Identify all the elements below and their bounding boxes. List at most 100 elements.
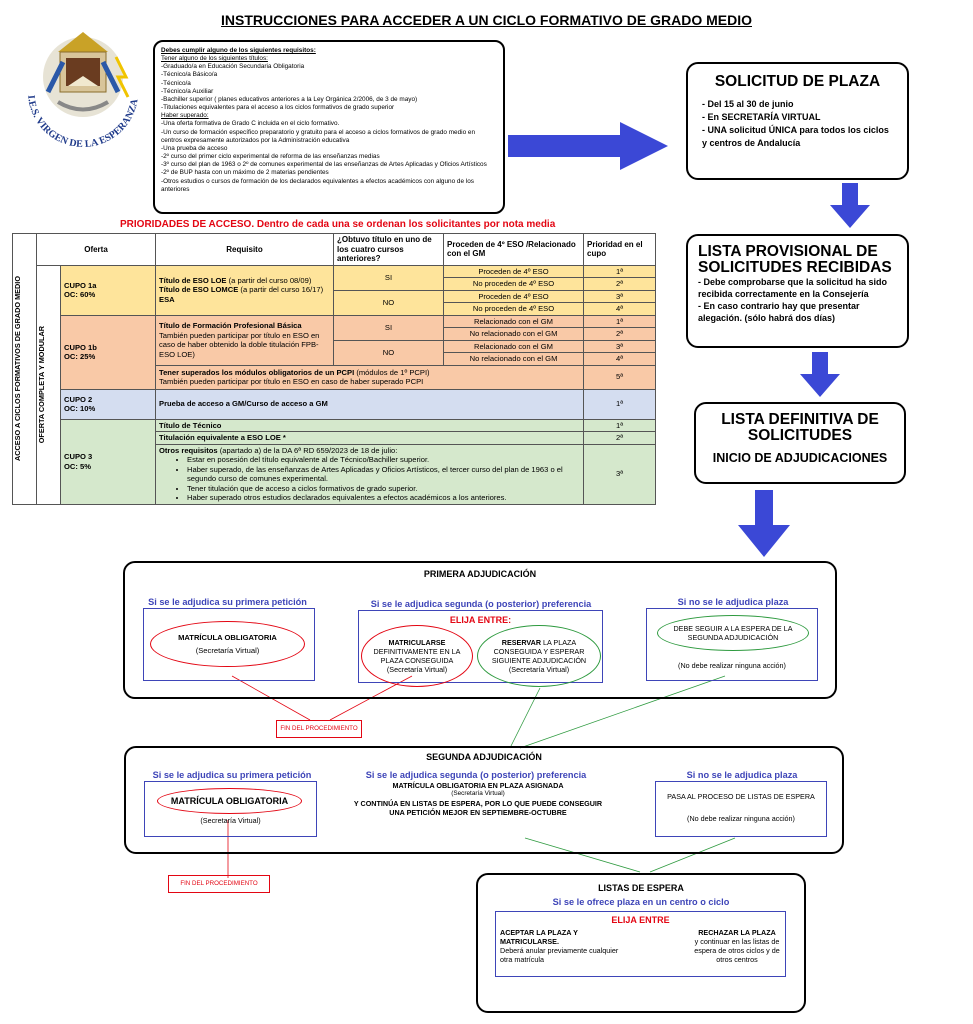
req-text: Otros requisitos [159, 445, 218, 455]
prio-cell: 3ª [583, 443, 656, 505]
segunda-matricula-ellipse: MATRÍCULA OBLIGATORIA [157, 788, 302, 814]
segunda-col3-head: Si no se le adjudica plaza [686, 770, 798, 780]
provisional-box: LISTA PROVISIONAL DE SOLICITUDES RECIBID… [686, 234, 909, 348]
espera-ellipse: DEBE SEGUIR A LA ESPERA DE LA SEGUNDA AD… [657, 615, 809, 651]
passed-item: -Un curso de formación específico prepar… [161, 128, 476, 144]
segunda-col2-head: Si se le adjudica segunda (o posterior) … [365, 770, 587, 780]
listas-espera-box: LISTAS DE ESPERA Si se le ofrece plaza e… [476, 873, 806, 1013]
segunda-col1-head: Si se le adjudica su primera petición [152, 770, 312, 780]
ellipse-text: MATRICULARSE [388, 638, 446, 647]
prio-cell: 5ª [583, 364, 656, 390]
solicitud-item: - Del 15 al 30 de junio [702, 99, 794, 109]
aceptar-option: ACEPTAR LA PLAZA Y MATRICULARSE. Deberá … [500, 928, 620, 964]
cupo-name: CUPO 2 [64, 394, 93, 404]
req-text: (apartado a) de la DA 6ª RD 659/2023 de … [217, 445, 398, 455]
req-text: Título de ESO LOE [159, 275, 227, 285]
arrow-down-3 [738, 490, 790, 557]
cupo-name: CUPO 1a [64, 280, 97, 290]
solicitud-item: - En SECRETARÍA VIRTUAL [702, 112, 821, 122]
ellipse-text: LA PLAZA CONSEGUIDA Y ESPERAR SIGUIENTE … [491, 638, 587, 665]
priorities-table: ACCESO A CICLOS FORMATIVOS DE GRADO MEDI… [12, 233, 656, 505]
req-text: Título de ESO LOMCE [159, 285, 239, 295]
rechazar-text: RECHAZAR LA PLAZA [698, 928, 776, 937]
vertical-label-access: ACCESO A CICLOS FORMATIVOS DE GRADO MEDI… [13, 276, 22, 462]
req-text: Título de Técnico [155, 418, 584, 432]
req-text: Titulación equivalente a ESO LOE * [155, 431, 584, 445]
si-cell: SI [333, 314, 444, 341]
provisional-title: LISTA PROVISIONAL DE [698, 243, 878, 260]
segunda-col2-text: Y CONTINÚA EN LISTAS DE ESPERA, POR LO Q… [353, 799, 603, 817]
matricularse-ellipse: MATRICULARSE DEFINITIVAMENTE EN LA PLAZA… [361, 625, 473, 687]
espera-options-box: ELIJA ENTRE ACEPTAR LA PLAZA Y MATRICULA… [495, 911, 786, 977]
no-action-text: (No debe realizar ninguna acción) [687, 814, 795, 823]
ellipse-text: DEBE SEGUIR A LA ESPERA DE LA SEGUNDA AD… [673, 624, 793, 642]
segunda-col2-note: (Secretaría Virtual) [451, 790, 505, 797]
ellipse-text: (Secretaría Virtual) [195, 646, 260, 655]
prio-cell: 4ª [583, 302, 656, 316]
primera-col3-box: DEBE SEGUIR A LA ESPERA DE LA SEGUNDA AD… [646, 608, 818, 681]
prio-cell: 4ª [583, 352, 656, 366]
title-item: -Técnico/a Básico/a [161, 71, 218, 79]
definitiva-box: LISTA DEFINITIVA DE SOLICITUDES INICIO D… [694, 402, 906, 484]
ellipse-text: (Secretaría Virtual) [508, 665, 570, 674]
provisional-item: - En caso contrario hay que presentar al… [698, 301, 860, 323]
school-logo: I.E.S. VIRGEN DE LA ESPERANZA [18, 22, 148, 152]
title-item: -Técnico/a Auxiliar [161, 87, 214, 95]
req-text: Tener superados los módulos obligatorios… [159, 367, 355, 377]
req-text: También pueden participar por título en … [159, 330, 320, 359]
passed-item: -Otros estudios o cursos de formación de… [161, 177, 474, 193]
espera-subtitle: Si se le ofrece plaza en un centro o cic… [552, 897, 730, 907]
arrow-down-1 [830, 183, 870, 228]
primera-col1-head: Si se le adjudica su primera petición [148, 597, 307, 607]
bullet-item: Estar en posesión del título equivalente… [187, 455, 580, 465]
espera-title: LISTAS DE ESPERA [598, 883, 684, 893]
segunda-title: SEGUNDA ADJUDICACIÓN [426, 752, 542, 762]
req-text: (módulos de 1º PCPI) [354, 367, 430, 377]
bullet-item: Haber superado, de las enseñanzas de Art… [187, 465, 580, 484]
passed-item: -3º curso del plan de 1963 o 2º de comun… [161, 161, 487, 169]
primera-col2-box: ELIJA ENTRE: MATRICULARSE DEFINITIVAMENT… [358, 610, 603, 687]
prio-cell: 2ª [583, 277, 656, 291]
no-action-text: (No debe realizar ninguna acción) [678, 661, 786, 670]
prio-cell: 1ª [583, 264, 656, 278]
definitiva-subtitle: INICIO DE ADJUDICACIONES [712, 451, 888, 465]
cupo-name: CUPO 1b [64, 342, 97, 352]
aceptar-text: ACEPTAR LA PLAZA Y MATRICULARSE. [500, 928, 578, 946]
prio-cell: 3ª [583, 339, 656, 353]
definitiva-title-2: SOLICITUDES [747, 427, 853, 444]
header-oferta: Oferta [36, 233, 156, 266]
elija-label: ELIJA ENTRE [611, 915, 670, 925]
cupo-oc: OC: 25% [64, 352, 96, 361]
arrow-right [508, 122, 668, 170]
sub-cell: No relacionado con el GM [443, 352, 584, 366]
header-titulo: ¿Obtuvo título en uno de los cuatro curs… [333, 233, 444, 266]
passed-item: -2º de BUP hasta con un máximo de 2 mate… [161, 169, 329, 177]
prio-cell: 1ª [583, 418, 656, 432]
primera-col2-head: Si se le adjudica segunda (o posterior) … [370, 599, 592, 609]
cupo-oc: OC: 5% [64, 461, 92, 471]
sub-cell: Relacionado con el GM [443, 314, 584, 328]
prio-cell: 1ª [583, 388, 656, 420]
si-cell: SI [333, 264, 444, 291]
segunda-col3-box: PASA AL PROCESO DE LISTAS DE ESPERA (No … [655, 781, 827, 837]
fin-procedimiento-1: FIN DEL PROCEDIMIENTO [276, 720, 362, 738]
segunda-adjudicacion-box: SEGUNDA ADJUDICACIÓN [124, 746, 844, 854]
req-text: Prueba de acceso a GM/Curso de acceso a … [155, 388, 584, 420]
arrow-down-2 [800, 352, 840, 397]
prio-cell: 2ª [583, 431, 656, 445]
primera-col1-box: MATRÍCULA OBLIGATORIA (Secretaría Virtua… [143, 608, 315, 681]
titles-heading: Tener alguno de los siguientes títulos: [161, 55, 268, 63]
sub-cell: No proceden de 4º ESO [443, 277, 584, 291]
title-item: -Titulaciones equivalentes para el acces… [161, 104, 395, 112]
segunda-col2-text: MATRÍCULA OBLIGATORIA EN PLAZA ASIGNADA [392, 781, 564, 790]
ellipse-text: DEFINITIVAMENTE EN LA PLAZA CONSEGUIDA [373, 647, 461, 665]
sub-cell: Relacionado con el GM [443, 339, 584, 353]
sub-cell: No proceden de 4º ESO [443, 302, 584, 316]
solicitud-item: - UNA solicitud ÚNICA para todos los cic… [702, 125, 889, 148]
req-text: También pueden participar por título en … [159, 377, 424, 386]
primera-adjudicacion-box: PRIMERA ADJUDICACIÓN [123, 561, 837, 699]
page-title: INSTRUCCIONES PARA ACCEDER A UN CICLO FO… [221, 12, 752, 28]
definitiva-title: LISTA DEFINITIVA DE [721, 411, 879, 428]
ellipse-text: MATRÍCULA OBLIGATORIA [178, 633, 277, 642]
fin-procedimiento-2: FIN DEL PROCEDIMIENTO [168, 875, 270, 893]
